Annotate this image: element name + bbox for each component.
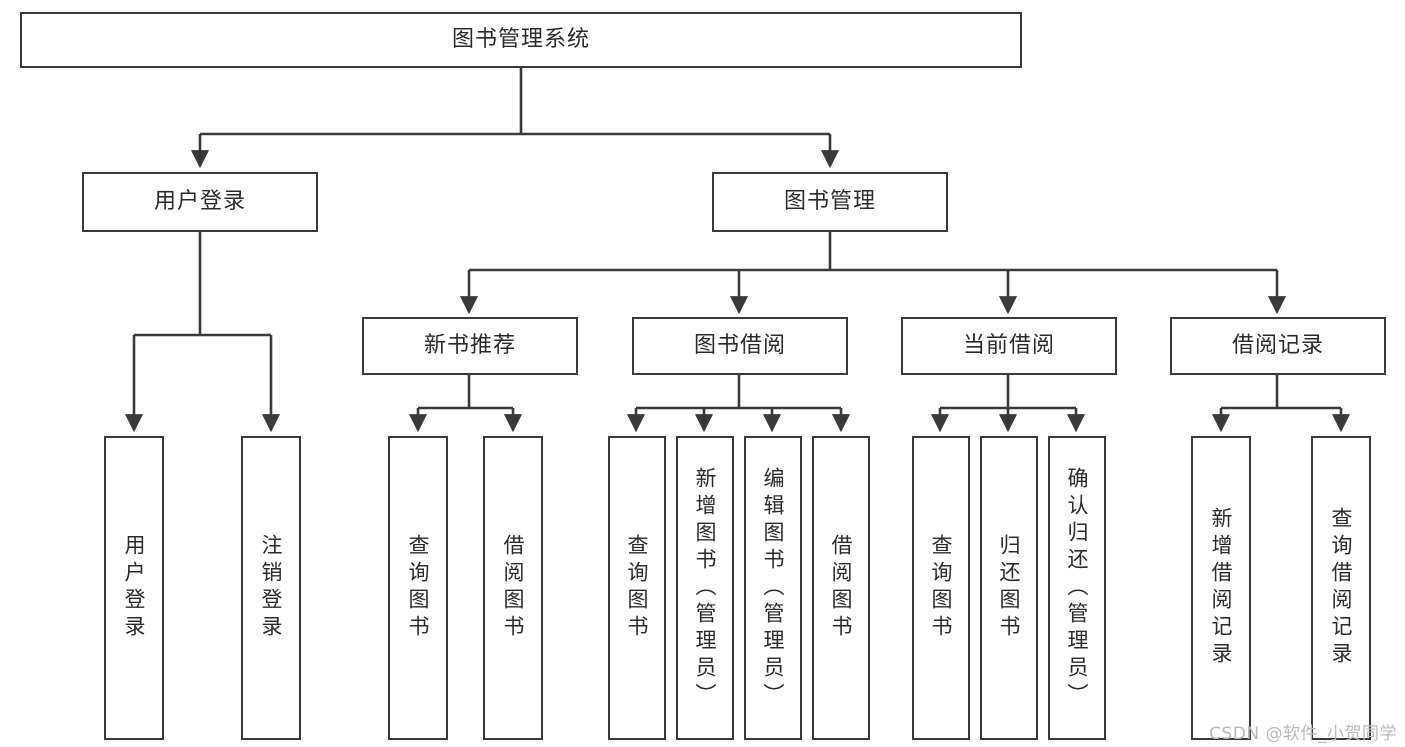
leaf-br-add-record-label: 新增借阅记录 [1209,507,1234,669]
leaf-logout-label: 注销登录 [259,534,284,642]
leaf-nb-borrow-book-label: 借阅图书 [501,534,526,642]
node-book-management[interactable]: 图书管理 [712,172,948,232]
node-current-borrow-label: 当前借阅 [962,332,1055,358]
leaf-bb-add-book-admin-label: 新增图书（管理员） [693,466,718,710]
node-book-management-label: 图书管理 [783,188,876,214]
leaf-bb-edit-book-admin-label: 编辑图书（管理员） [761,466,786,710]
leaf-cb-confirm-return-admin-label: 确认归还（管理员） [1065,466,1090,710]
leaf-bb-query-book[interactable]: 查询图书 [608,436,666,740]
leaf-br-query-record-label: 查询借阅记录 [1329,507,1354,669]
node-new-book-recommend-label: 新书推荐 [423,332,516,358]
leaf-bb-add-book-admin[interactable]: 新增图书（管理员） [676,436,734,740]
leaf-bb-borrow-book[interactable]: 借阅图书 [812,436,870,740]
leaf-nb-query-book-label: 查询图书 [406,534,431,642]
leaf-nb-query-book[interactable]: 查询图书 [388,436,448,740]
node-book-borrow-label: 图书借阅 [693,332,786,358]
node-book-borrow[interactable]: 图书借阅 [632,317,848,375]
watermark-text: CSDN @软件_小贺同学 [1209,724,1397,744]
leaf-bb-edit-book-admin[interactable]: 编辑图书（管理员） [744,436,802,740]
leaf-cb-query-book-label: 查询图书 [929,534,954,642]
leaf-cb-query-book[interactable]: 查询图书 [912,436,970,740]
leaf-user-login[interactable]: 用户登录 [104,436,164,740]
leaf-user-login-label: 用户登录 [122,534,147,642]
leaf-cb-return-book-label: 归还图书 [997,534,1022,642]
node-user-login-label: 用户登录 [153,188,246,214]
leaf-cb-confirm-return-admin[interactable]: 确认归还（管理员） [1048,436,1106,740]
leaf-cb-return-book[interactable]: 归还图书 [980,436,1038,740]
node-root-book-management-system[interactable]: 图书管理系统 [20,12,1022,68]
node-new-book-recommend[interactable]: 新书推荐 [362,317,578,375]
leaf-logout[interactable]: 注销登录 [241,436,301,740]
leaf-br-add-record[interactable]: 新增借阅记录 [1191,436,1251,740]
node-user-login[interactable]: 用户登录 [82,172,318,232]
node-current-borrow[interactable]: 当前借阅 [901,317,1117,375]
leaf-bb-query-book-label: 查询图书 [625,534,650,642]
node-root-label: 图书管理系统 [451,26,590,52]
leaf-bb-borrow-book-label: 借阅图书 [829,534,854,642]
node-borrow-record-label: 借阅记录 [1231,332,1324,358]
leaf-br-query-record[interactable]: 查询借阅记录 [1311,436,1371,740]
node-borrow-record[interactable]: 借阅记录 [1170,317,1386,375]
leaf-nb-borrow-book[interactable]: 借阅图书 [483,436,543,740]
